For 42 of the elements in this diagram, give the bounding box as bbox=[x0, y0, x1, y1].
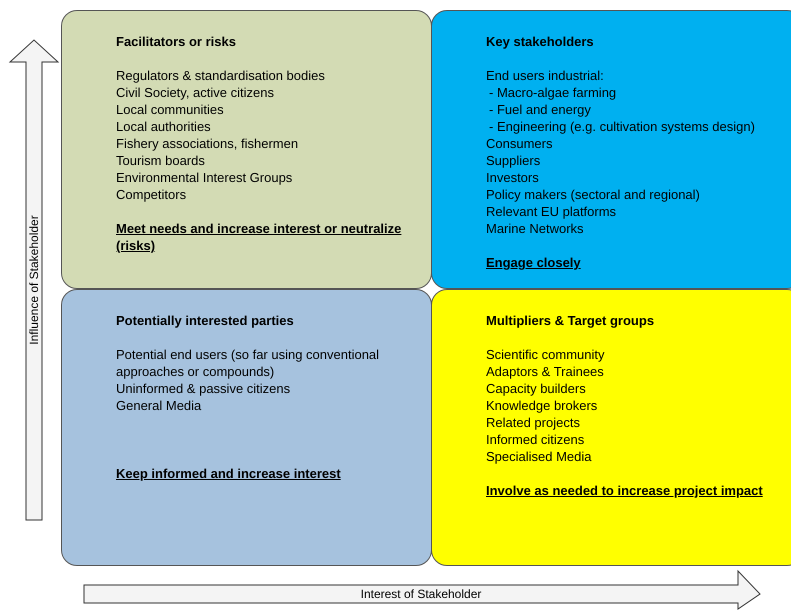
list-item: Policy makers (sectoral and regional) bbox=[486, 186, 701, 203]
action-text: Engage closely bbox=[486, 254, 582, 271]
quadrant-heading: Multipliers & Target groups bbox=[486, 312, 656, 329]
quadrant-heading: Key stakeholders bbox=[486, 33, 595, 50]
list-item: Knowledge brokers bbox=[486, 397, 598, 414]
quadrant-box bbox=[431, 289, 791, 566]
list-item: - Engineering (e.g. cultivation systems design) bbox=[488, 118, 756, 135]
list-item: Specialised Media bbox=[486, 448, 593, 465]
quadrant-box bbox=[61, 10, 432, 289]
action-text: Involve as needed to increase project impact bbox=[486, 482, 764, 499]
list-item: Relevant EU platforms bbox=[486, 203, 618, 220]
list-item: End users industrial: bbox=[486, 67, 605, 84]
quadrant-heading: Facilitators or risks bbox=[116, 33, 237, 50]
list-item: Adaptors & Trainees bbox=[486, 363, 605, 380]
list-item: Potential end users (so far using conventional approaches or compounds) bbox=[116, 346, 380, 380]
quadrant-box bbox=[431, 10, 791, 289]
axis-label: Influence of Stakeholder bbox=[27, 215, 41, 345]
list-item: Local authorities bbox=[116, 118, 212, 135]
list-item: Investors bbox=[486, 169, 540, 186]
list-item: Suppliers bbox=[486, 152, 542, 169]
list-item: Capacity builders bbox=[486, 380, 587, 397]
list-item: Marine Networks bbox=[486, 220, 585, 237]
list-item: Competitors bbox=[116, 186, 188, 203]
action-text: Meet needs and increase interest or neutralize (risks) bbox=[116, 220, 402, 254]
list-item: Civil Society, active citizens bbox=[116, 84, 275, 101]
list-item: Related projects bbox=[486, 414, 581, 431]
list-item: Informed citizens bbox=[486, 431, 586, 448]
list-item: - Fuel and energy bbox=[488, 101, 592, 118]
list-item: - Macro-algae farming bbox=[488, 84, 618, 101]
list-item: Consumers bbox=[486, 135, 554, 152]
list-item: Tourism boards bbox=[116, 152, 206, 169]
list-item: Fishery associations, fishermen bbox=[116, 135, 300, 152]
list-item: Regulators & standardisation bodies bbox=[116, 67, 326, 84]
list-item: Scientific community bbox=[486, 346, 606, 363]
list-item: Environmental Interest Groups bbox=[116, 169, 294, 186]
list-item: General Media bbox=[116, 397, 202, 414]
axis-label: Interest of Stakeholder bbox=[360, 587, 482, 601]
list-item: Uninformed & passive citizens bbox=[116, 380, 292, 397]
quadrant-heading: Potentially interested parties bbox=[116, 312, 295, 329]
quadrant-box bbox=[61, 289, 432, 566]
action-text: Keep informed and increase interest bbox=[116, 465, 342, 482]
list-item: Local communities bbox=[116, 101, 225, 118]
